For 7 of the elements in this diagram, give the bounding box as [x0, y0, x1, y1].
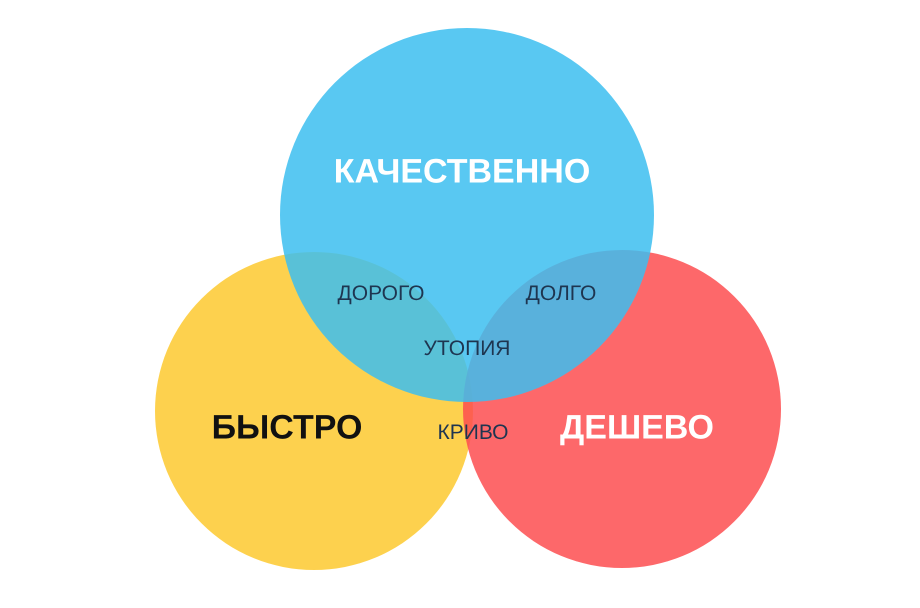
circle-title: ДЕШЕВО — [560, 408, 714, 448]
overlap-label: УТОПИЯ — [424, 337, 510, 361]
circle-title: БЫСТРО — [212, 408, 362, 448]
overlap-label: КРИВО — [438, 421, 508, 445]
overlap-label: ДОЛГО — [526, 282, 596, 306]
circle-title: КАЧЕСТВЕННО — [334, 152, 590, 192]
overlap-label: ДОРОГО — [338, 282, 424, 306]
